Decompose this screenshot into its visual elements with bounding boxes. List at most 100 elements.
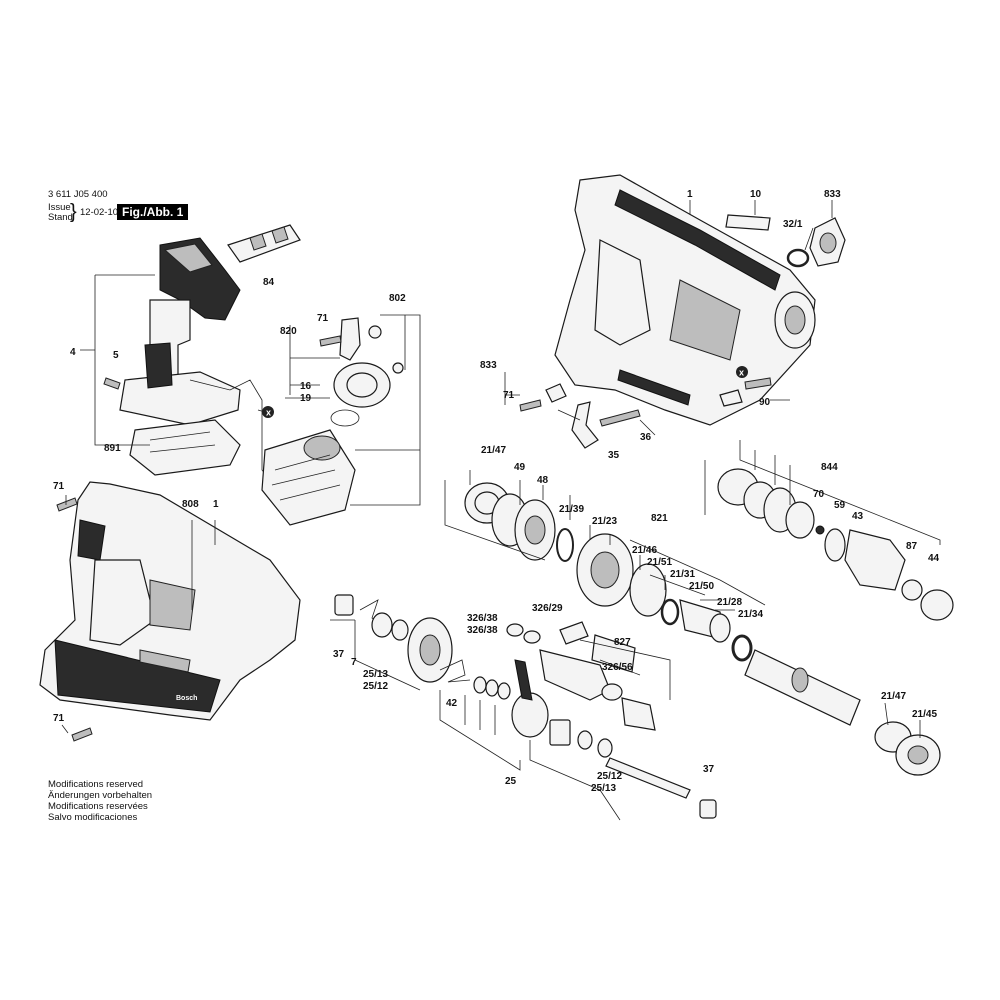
- callout-42: 42: [446, 698, 458, 709]
- callout-25-12-left: 25/12: [363, 681, 388, 692]
- callout-71-gear: 71: [503, 390, 515, 401]
- callout-36: 36: [640, 432, 652, 443]
- callout-37-right: 37: [703, 764, 715, 775]
- lever-35: [571, 401, 599, 449]
- callout-25-13-left: 25/13: [363, 669, 388, 680]
- brand-marking: Bosch: [176, 695, 197, 702]
- callout-21-46: 21/46: [632, 545, 657, 556]
- x-marker-a: x: [266, 408, 271, 418]
- end-cap-833: [809, 217, 846, 267]
- stand-label: Stand: [48, 212, 73, 223]
- callout-21-51: 21/51: [647, 557, 672, 568]
- callout-25-12-right: 25/12: [597, 771, 622, 782]
- callout-21-39: 21/39: [559, 504, 584, 515]
- note-line-en: Modifications reserved: [48, 779, 144, 790]
- callout-10: 10: [750, 189, 762, 200]
- screw-71-top: [56, 497, 78, 512]
- callout-844: 844: [821, 462, 838, 473]
- note-line-fr: Modifications reservées: [48, 801, 148, 812]
- callout-821: 821: [651, 513, 668, 524]
- washer-25-13a: [371, 612, 393, 638]
- screw-71-motor: [319, 335, 342, 347]
- callout-833-top: 833: [824, 189, 841, 200]
- gear-housing-1: [554, 174, 816, 426]
- housing-shell: [39, 481, 301, 721]
- callout-35: 35: [608, 450, 620, 461]
- clutch-disc: [629, 563, 680, 626]
- document-number: 3 611 J05 400: [48, 189, 108, 200]
- motor-808-unit: [261, 429, 356, 526]
- callout-326-38-a: 326/38: [467, 613, 498, 624]
- callout-1-gear-housing: 1: [687, 189, 693, 200]
- label-10: [725, 214, 771, 231]
- issue-label: Issue: [48, 202, 71, 213]
- modifications-note: Modifications reserved Änderungen vorbeh…: [48, 779, 152, 823]
- callout-49: 49: [514, 462, 526, 473]
- screw-71-gear: [519, 399, 542, 412]
- piston-group: [506, 621, 656, 731]
- callout-90: 90: [759, 397, 771, 408]
- screw-71-bottom: [71, 727, 93, 742]
- spindle-pin-25: [549, 719, 717, 819]
- screw-90: [719, 377, 772, 407]
- callout-827: 827: [614, 637, 631, 648]
- callout-16: 16: [300, 381, 312, 392]
- pin-36: [599, 409, 641, 427]
- callout-59: 59: [834, 500, 846, 511]
- note-line-es: Salvo modificaciones: [48, 812, 138, 823]
- callout-326-56: 326/56: [602, 662, 633, 673]
- spring-42: [439, 659, 471, 683]
- disc-48: [514, 499, 556, 561]
- note-line-de: Änderungen vorbehalten: [48, 790, 153, 801]
- wobble-bearing: [473, 659, 549, 738]
- callout-21-31: 21/31: [670, 569, 695, 580]
- callout-43: 43: [852, 511, 864, 522]
- callout-21-28: 21/28: [717, 597, 742, 608]
- callout-21-47-left: 21/47: [481, 445, 506, 456]
- tool-holder-spindle: [744, 649, 861, 726]
- callout-5: 5: [113, 350, 119, 361]
- switch-module: [119, 237, 271, 481]
- callout-19: 19: [300, 393, 312, 404]
- callout-7: 7: [351, 657, 357, 668]
- callout-25-13-right: 25/13: [591, 783, 616, 794]
- cap-21-45: [895, 734, 941, 776]
- callout-802: 802: [389, 293, 406, 304]
- spindle-sleeve: [679, 599, 753, 662]
- x-marker-b: x: [739, 368, 744, 378]
- callout-833-left: 833: [480, 360, 497, 371]
- latch-833: [545, 383, 567, 403]
- ring-21-39: [556, 528, 574, 562]
- figure-label: Fig./Abb. 1: [117, 204, 189, 220]
- callout-21-34: 21/34: [738, 609, 763, 620]
- screw-5: [103, 377, 121, 390]
- needle-bearing-37a: [334, 594, 354, 616]
- chuck-group-844: [717, 468, 954, 621]
- battery-contact-plate: [129, 419, 241, 476]
- callout-891: 891: [104, 443, 121, 454]
- switch-slider-84: [227, 224, 301, 263]
- callout-4: 4: [70, 347, 76, 358]
- callout-71-motor: 71: [317, 313, 329, 324]
- clutch-gear-21-23: [576, 533, 634, 607]
- callout-48: 48: [537, 475, 549, 486]
- callout-71-housing-bottom: 71: [53, 713, 65, 724]
- issue-date: 12-02-10: [80, 207, 119, 218]
- callout-21-23: 21/23: [592, 516, 617, 527]
- callout-25: 25: [505, 776, 517, 787]
- callout-32-1: 32/1: [783, 219, 803, 230]
- callout-21-47-right: 21/47: [881, 691, 906, 702]
- gear-wheel: [407, 617, 453, 683]
- callout-820: 820: [280, 326, 297, 337]
- callout-71-housing-top: 71: [53, 481, 65, 492]
- callout-21-50: 21/50: [689, 581, 714, 592]
- callout-326-29: 326/29: [532, 603, 563, 614]
- callout-326-38-b: 326/38: [467, 625, 498, 636]
- callout-37-left: 37: [333, 649, 345, 660]
- callout-87: 87: [906, 541, 918, 552]
- callout-70: 70: [813, 489, 825, 500]
- callout-21-45: 21/45: [912, 709, 937, 720]
- callout-44: 44: [928, 553, 940, 564]
- bearing-flange-16: [330, 362, 391, 427]
